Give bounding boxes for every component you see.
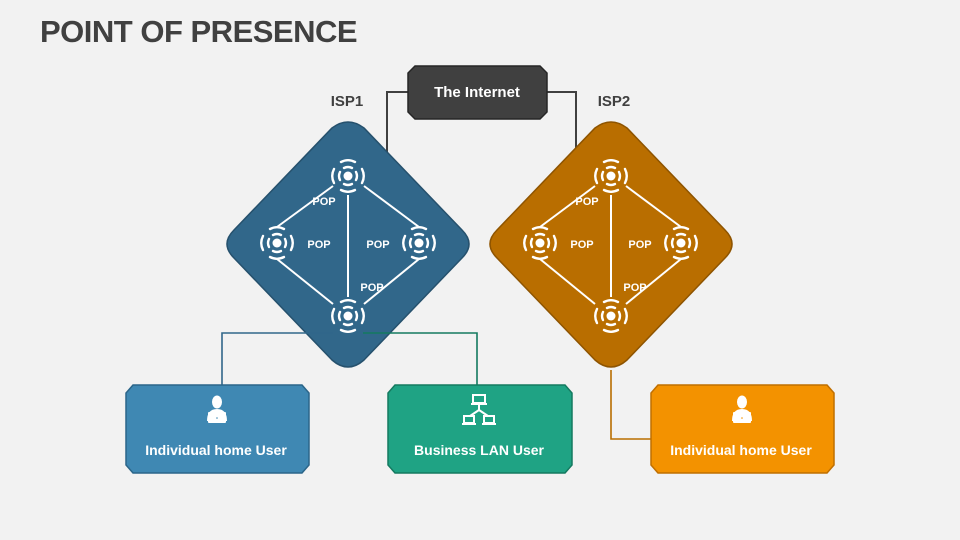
isp1-links <box>276 185 420 305</box>
pop-label: POP <box>570 239 593 251</box>
user-box-individual-home-isp1[interactable]: Individual home User <box>125 384 310 474</box>
connector-isp2-home-user <box>610 370 651 440</box>
isp2-label: ISP2 <box>598 93 631 110</box>
connector-isp1-home-user <box>221 332 333 385</box>
page-title: POINT OF PRESENCE <box>40 14 358 49</box>
pop-label: POP <box>575 196 598 208</box>
pop-label: POP <box>366 239 389 251</box>
isp1-label: ISP1 <box>331 93 364 110</box>
internet-label: The Internet <box>434 84 520 101</box>
pop-label: POP <box>312 196 335 208</box>
internet-node[interactable]: The Internet <box>407 65 548 120</box>
isp2-network: POP POP POP POP <box>489 121 733 368</box>
pop-label: POP <box>360 282 383 294</box>
connector-isp1-business-user <box>363 332 478 385</box>
user-box[interactable] <box>125 384 310 474</box>
pop-label: POP <box>623 282 646 294</box>
isp1-network: POP POP POP POP <box>226 121 470 368</box>
user-label: Business LAN User <box>414 442 544 458</box>
user-label: Individual home User <box>145 442 287 458</box>
user-box[interactable] <box>387 384 573 474</box>
pop-label: POP <box>628 239 651 251</box>
user-box-individual-home-isp2[interactable]: Individual home User <box>650 384 835 474</box>
user-laptop-icon <box>732 395 752 423</box>
user-box-business-lan[interactable]: Business LAN User <box>387 384 573 474</box>
user-laptop-icon <box>207 395 227 423</box>
isp2-links <box>539 185 682 305</box>
user-box[interactable] <box>650 384 835 474</box>
pop-label: POP <box>307 239 330 251</box>
internet-box[interactable] <box>407 65 548 120</box>
network-lan-icon <box>462 394 496 425</box>
user-label: Individual home User <box>670 442 812 458</box>
